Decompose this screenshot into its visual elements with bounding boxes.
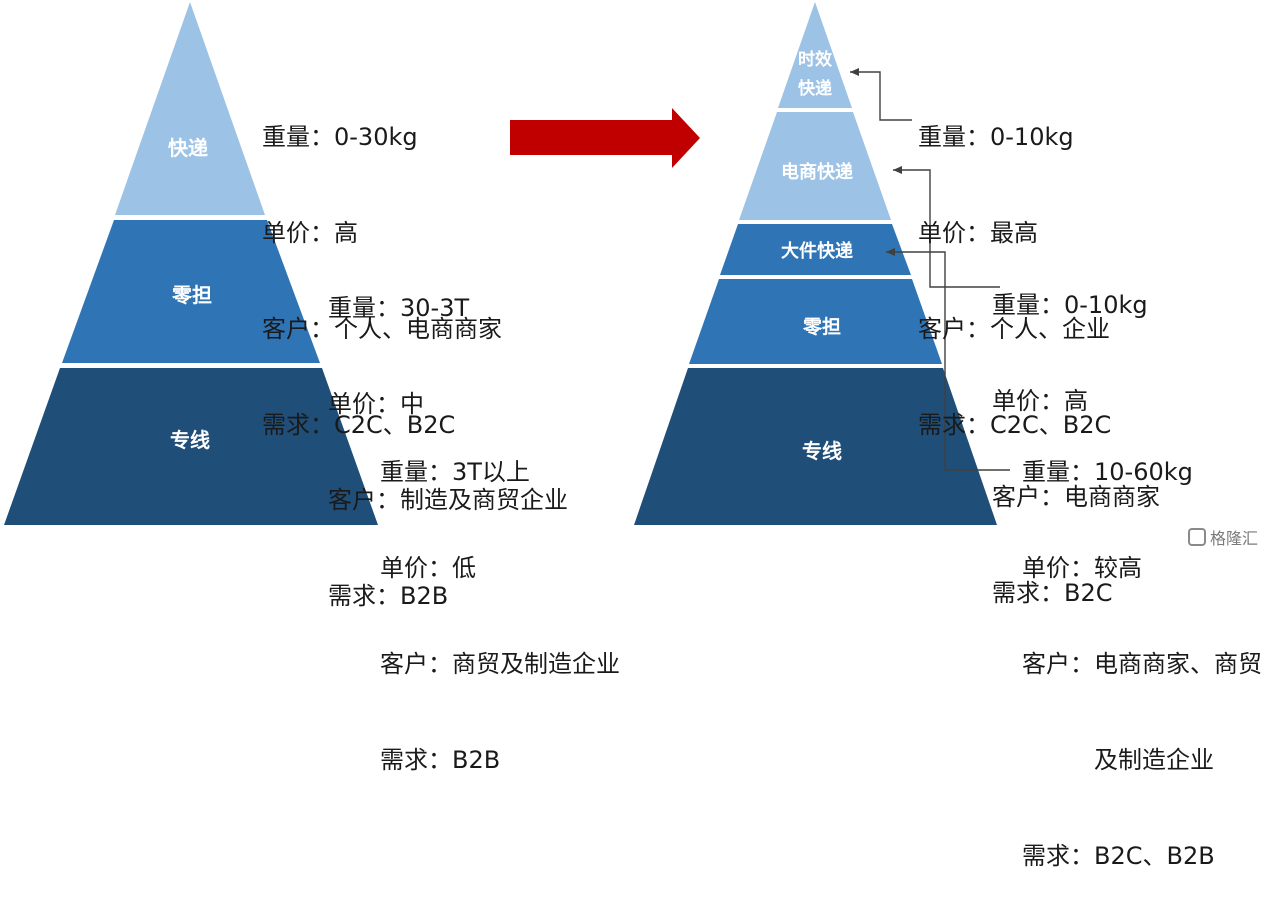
left-info-express: 重量：0-30kg 单价：高 客户：个人、电商商家 需求：C2C、B2C <box>262 57 502 473</box>
right-tier-label-2: 大件快递 <box>781 240 853 262</box>
left-tier-express <box>115 2 265 215</box>
info-line: 重量：3T以上 <box>380 458 530 486</box>
info-line: 需求：B2B <box>380 746 501 774</box>
info-line: 客户：电商商家、商贸 <box>1022 650 1262 678</box>
connectors <box>850 68 1010 471</box>
right-tier-label-0a: 时效 <box>798 49 832 70</box>
info-line: 客户：电商商家 <box>992 483 1160 511</box>
brand-logo-icon <box>1187 528 1206 546</box>
left-tier-label-2: 专线 <box>170 428 210 452</box>
right-tier-bulky-express <box>720 224 911 275</box>
info-line: 重量：30-3T <box>328 294 470 322</box>
pyramid-diagram: 快递 零担 专线 时效 快递 电商快递 大件快递 零担 专线 <box>4 2 1010 525</box>
left-tier-ltl <box>62 220 320 363</box>
transition-arrow <box>510 108 700 168</box>
right-tier-time-express <box>778 2 852 108</box>
info-line: 需求：C2C、B2C <box>262 411 456 439</box>
info-line: 需求：C2C、B2C <box>918 411 1112 439</box>
left-tier-label-1: 零担 <box>171 283 212 307</box>
right-tier-label-4: 专线 <box>802 439 842 463</box>
right-tier-dedicated <box>634 368 997 525</box>
left-pyramid: 快递 零担 专线 <box>4 2 378 525</box>
right-tier-label-1: 电商快递 <box>781 161 853 183</box>
left-tier-dedicated <box>4 368 378 525</box>
connector-ecommerce-express <box>893 166 1000 288</box>
right-pyramid: 时效 快递 电商快递 大件快递 零担 专线 <box>634 2 997 525</box>
info-line: 单价：中 <box>328 390 424 418</box>
connector-time-express <box>850 68 912 121</box>
right-tier-label-0b: 快递 <box>798 78 832 99</box>
connector-bulky-express <box>886 248 1010 471</box>
info-line: 重量：10-60kg <box>1022 458 1193 486</box>
right-tier-ltl <box>689 279 942 364</box>
info-line: 单价：最高 <box>918 219 1038 247</box>
info-line: 及制造企业 <box>1022 746 1214 774</box>
right-info-dedicated: 重量：10-60kg 单价：较高 客户：电商商家、商贸 及制造企业 需求：B2C… <box>1022 392 1262 904</box>
right-tier-ecommerce-express <box>739 112 891 220</box>
right-tier-label-3: 零担 <box>802 315 841 338</box>
info-line: 客户：商贸及制造企业 <box>380 650 620 678</box>
watermark: 格隆汇 <box>1187 525 1258 549</box>
watermark-text: 格隆汇 <box>1209 529 1258 548</box>
info-line: 重量：0-10kg <box>918 123 1074 151</box>
info-line: 客户：制造及商贸企业 <box>328 486 568 514</box>
info-line: 重量：0-10kg <box>992 291 1148 319</box>
info-line: 重量：0-30kg <box>262 123 418 151</box>
info-line: 需求：B2C、B2B <box>1022 842 1215 870</box>
info-line: 客户：个人、电商商家 <box>262 315 502 343</box>
right-info-time-express: 重量：0-10kg 单价：最高 客户：个人、企业 需求：C2C、B2C <box>918 57 1111 473</box>
left-tier-label-0: 快递 <box>168 136 208 160</box>
info-line: 单价：高 <box>992 387 1088 415</box>
info-line: 单价：高 <box>262 219 358 247</box>
left-info-dedicated: 重量：3T以上 单价：低 客户：商贸及制造企业 需求：B2B <box>380 392 620 808</box>
info-line: 客户：个人、企业 <box>918 315 1110 343</box>
